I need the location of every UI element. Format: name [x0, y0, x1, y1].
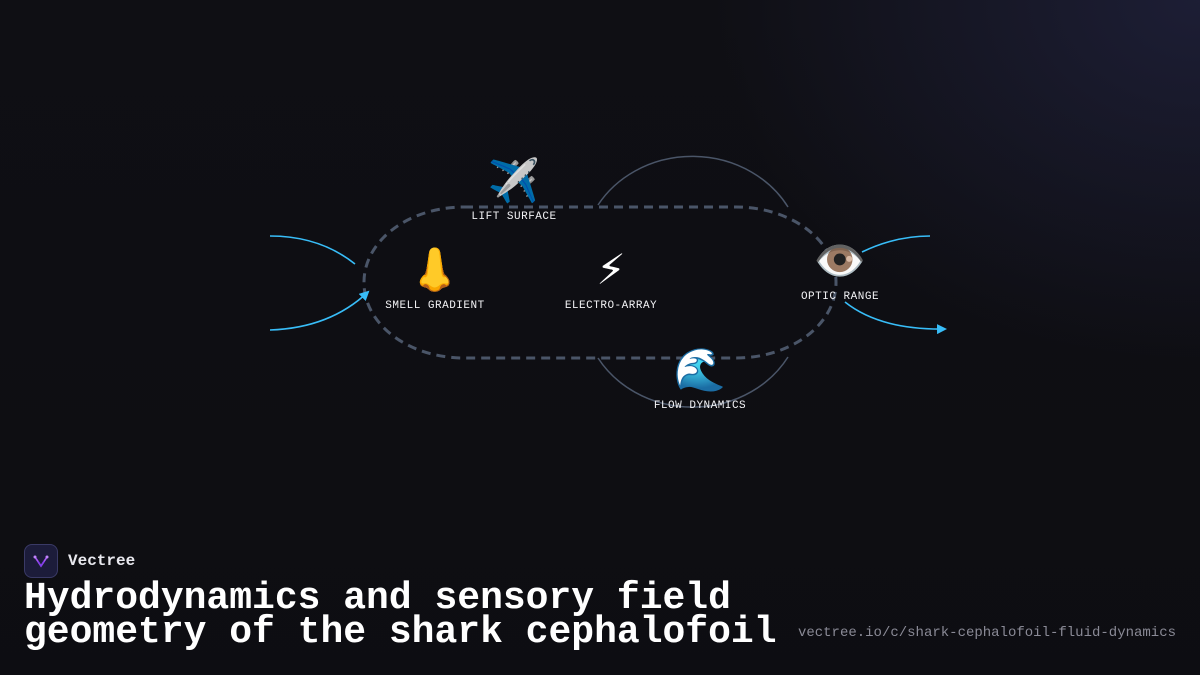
node-optic-range: 👁️ OPTIC RANGE — [800, 236, 880, 304]
node-electro-array: ⚡ ELECTRO-ARRAY — [564, 245, 658, 313]
upper-arc — [597, 155, 789, 208]
right-upper-flow-line — [861, 235, 931, 253]
airplane-icon: ✈️ — [487, 156, 541, 205]
cephalofoil-outline — [362, 205, 838, 360]
lower-arc — [597, 356, 789, 408]
node-label: FLOW DYNAMICS — [653, 400, 747, 412]
source-url[interactable]: vectree.io/c/shark-cephalofoil-fluid-dyn… — [797, 625, 1176, 641]
node-lift-surface: ✈️ LIFT SURFACE — [471, 156, 557, 224]
lightning-icon: ⚡ — [596, 245, 626, 294]
brand-name: Vectree — [68, 552, 136, 570]
wave-icon: 🌊 — [673, 345, 727, 394]
node-label: SMELL GRADIENT — [385, 300, 485, 312]
brand: Vectree — [24, 544, 135, 578]
node-flow-dynamics: 🌊 FLOW DYNAMICS — [653, 345, 747, 413]
vectree-logo-icon — [24, 544, 58, 578]
left-lower-flow-arrow — [269, 290, 370, 331]
node-smell-gradient: 👃 SMELL GRADIENT — [385, 245, 485, 313]
page-title: Hydrodynamics and sensory field geometry… — [24, 577, 777, 654]
eye-icon: 👁️ — [813, 236, 867, 285]
nose-icon: 👃 — [408, 245, 462, 294]
left-upper-flow-line — [269, 235, 356, 265]
node-label: LIFT SURFACE — [471, 211, 557, 223]
right-lower-flow-arrow — [844, 301, 947, 335]
node-label: ELECTRO-ARRAY — [564, 300, 658, 312]
node-label: OPTIC RANGE — [800, 291, 880, 303]
